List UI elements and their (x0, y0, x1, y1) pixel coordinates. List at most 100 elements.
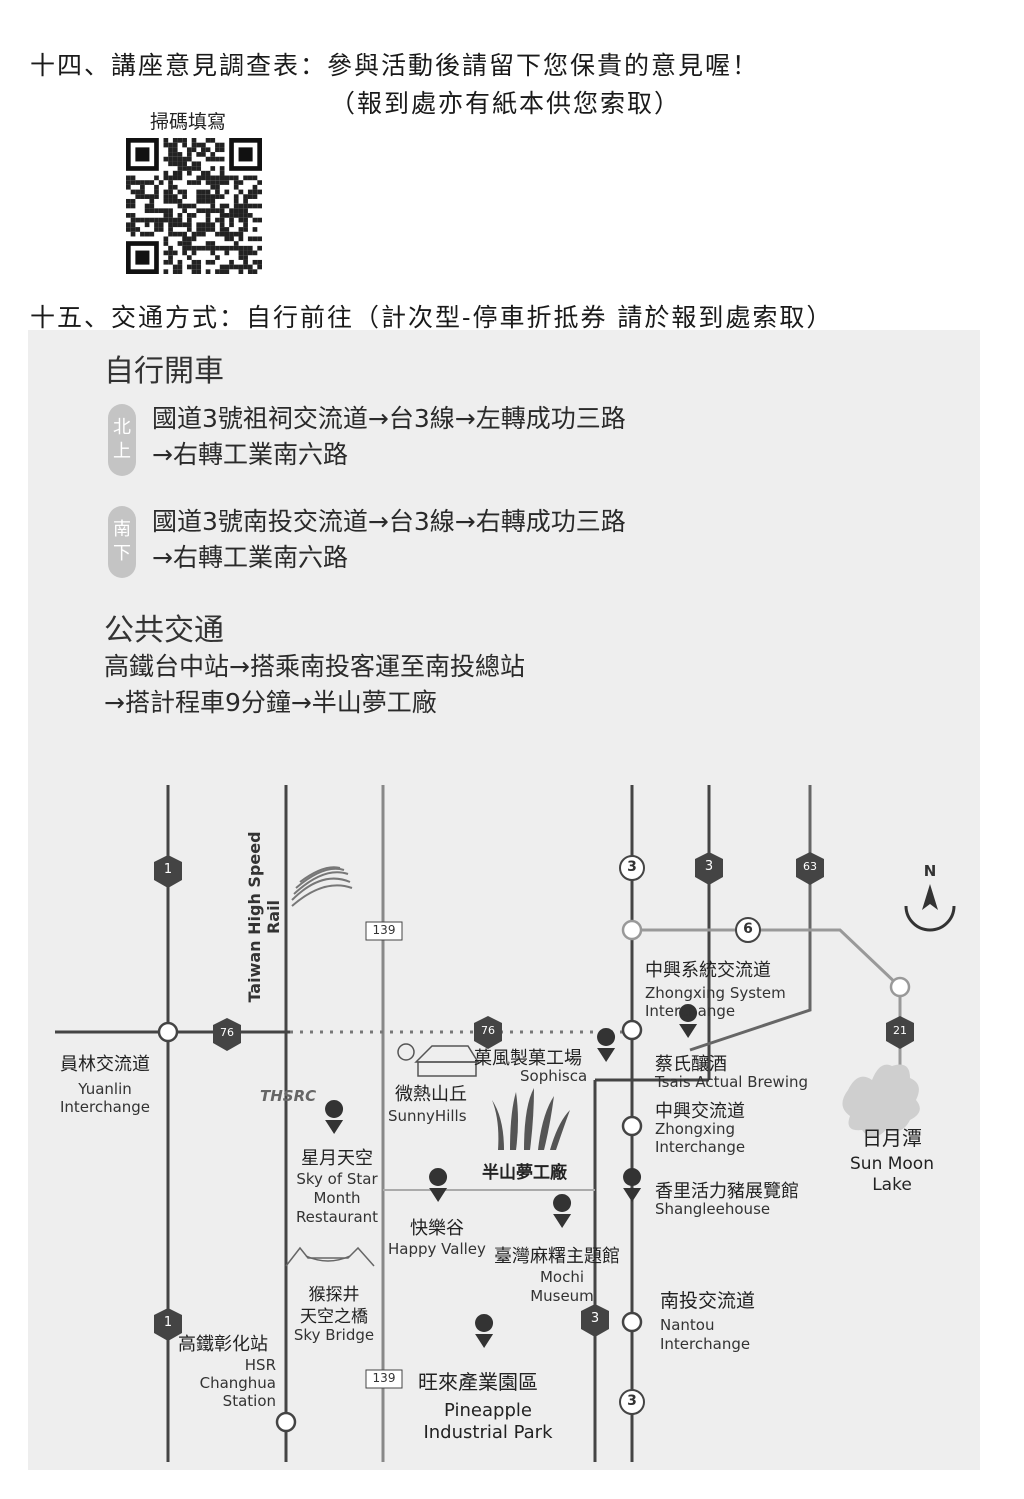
transit-route-line2: →搭計程車9分鐘→半山夢工廠 (104, 688, 437, 717)
road-3-number: 3 (627, 859, 637, 875)
sky-bridge-label-en: Sky Bridge (293, 1326, 375, 1344)
zhongxing-system-label-en1: Zhongxing System (645, 984, 786, 1002)
transit-route-line1: 高鐵台中站→搭乘南投客運至南投總站 (104, 652, 525, 681)
road-139-number: 139 (372, 923, 396, 937)
happy-valley-label-zh: 快樂谷 (410, 1218, 464, 1239)
freeway-3-number: 3 (590, 1311, 600, 1326)
yuanlin-interchange-marker (157, 1021, 179, 1043)
section-14-title: 十四、講座意見調查表：參與活動後請留下您保貴的意見喔！ (30, 51, 760, 80)
hsr-station-label-en1: HSR (244, 1356, 276, 1374)
freeway-63-shield (796, 852, 824, 885)
freeway-63-number: 63 (803, 860, 817, 873)
north-arrow-icon (904, 884, 956, 932)
freeway-76-shield-west (213, 1018, 241, 1051)
zhongxing-system-marker (621, 919, 643, 941)
nantou-label-en1: Nantou (660, 1316, 715, 1334)
skystar-pin-icon (325, 1100, 344, 1134)
zhongxing-system-label-en2: Interchange (645, 1002, 736, 1020)
freeway-1-shield-south (154, 1308, 182, 1341)
sunnyhills-house-icon (397, 1043, 480, 1077)
sky-bridge-label-zh1: 猴探井 (308, 1285, 360, 1305)
road-3-number: 3 (627, 1393, 637, 1409)
tsais-label-en: Tsais Actual Brewing (655, 1073, 809, 1091)
nantou-label-en2: Interchange (660, 1335, 751, 1353)
southbound-route-line2: →右轉工業南六路 (152, 543, 348, 572)
north-label: N (923, 862, 937, 880)
skystar-label-en1: Sky of Star (296, 1170, 378, 1188)
tsais-label-zh: 蔡氏釀酒 (655, 1054, 727, 1075)
road-6-number: 6 (743, 921, 753, 937)
qr-label: 掃碼填寫 (150, 111, 227, 133)
happy-valley-pin-icon (429, 1168, 448, 1202)
yuanlin-label-en1: Yuanlin (78, 1080, 132, 1098)
mochi-pin-icon (553, 1194, 572, 1228)
tsais-pin-icon (679, 1004, 698, 1038)
freeway-76-number: 76 (220, 1026, 234, 1039)
sun-moon-lake-label-en1: Sun Moon (850, 1154, 934, 1174)
section-15-title: 十五、交通方式：自行前往（計次型-停車折抵券 請於報到處索取） (30, 303, 834, 332)
northbound-route-line2: →右轉工業南六路 (152, 440, 348, 469)
road-21-shield (886, 1016, 914, 1049)
mochi-label-en1: Mochi (539, 1268, 585, 1286)
freeway-3-number: 3 (704, 859, 714, 874)
survey-qr-code[interactable] (126, 138, 262, 278)
road-3-flower-shield-south (619, 1389, 645, 1415)
badge-char: 南 (113, 519, 131, 540)
transit-heading: 公共交通 (104, 613, 224, 648)
thsrc-label: THSRC (260, 1087, 317, 1105)
hsr-rail-label: Taiwan High Speed Rail (245, 831, 283, 1003)
shanglee-label-en: Shangleehouse (655, 1200, 771, 1218)
badge-char: 下 (113, 543, 131, 564)
hsr-station-marker (275, 1411, 297, 1433)
yuanlin-label-en2: Interchange (59, 1098, 151, 1116)
pineapple-label-en1: Pineapple (444, 1400, 532, 1421)
yuanlin-label-zh: 員林交流道 (60, 1054, 150, 1075)
shanglee-label-zh: 香里活力豬展覽館 (655, 1181, 799, 1202)
southbound-route-line1: 國道3號南投交流道→台3線→右轉成功三路 (152, 507, 626, 536)
banshan-label: 半山夢工廠 (482, 1163, 567, 1183)
sun-moon-junction-marker (889, 976, 911, 998)
hsr-station-label-zh: 高鐵彰化站 (178, 1334, 268, 1355)
skystar-label-en3: Restaurant (295, 1208, 379, 1226)
pineapple-pin-icon (475, 1314, 494, 1348)
shanglee-pin-icon (623, 1168, 642, 1202)
hsr-logo (291, 866, 353, 907)
nantou-interchange-marker (621, 1311, 643, 1333)
sky-bridge-icon (285, 1246, 375, 1267)
freeway-3-shield-north (695, 852, 723, 885)
hsr-station-label-en3: Station (222, 1392, 276, 1410)
driving-heading: 自行開車 (104, 354, 224, 389)
skystar-label-zh: 星月天空 (301, 1148, 373, 1169)
badge-char: 上 (113, 441, 131, 462)
northbound-route-line1: 國道3號祖祠交流道→台3線→左轉成功三路 (152, 404, 626, 433)
sun-moon-lake-shape (842, 1064, 920, 1137)
hsr-station-label-en2: Changhua (199, 1374, 276, 1392)
freeway-76-number: 76 (481, 1024, 495, 1037)
freeway-1-number: 1 (163, 1315, 173, 1330)
nantou-label-zh: 南投交流道 (660, 1290, 756, 1312)
pineapple-label-zh: 旺來產業園區 (418, 1370, 538, 1394)
zhongxing-system-label-zh: 中興系統交流道 (645, 960, 771, 981)
freeway-76-shield-east (474, 1016, 502, 1049)
section-14-subtitle: （報到處亦有紙本供您索取） (330, 89, 682, 118)
sky-bridge-label-zh2: 天空之橋 (300, 1307, 368, 1327)
road-6-flower-shield (735, 917, 761, 943)
road-139-box-north (365, 921, 403, 941)
road-21-number: 21 (893, 1024, 907, 1037)
sun-moon-lake-label-en2: Lake (872, 1175, 912, 1195)
southbound-badge: 南 下 (108, 506, 136, 578)
sophisca-pin-icon (597, 1028, 616, 1062)
sophisca-label-en: Sophisca (520, 1067, 588, 1085)
interchange-marker (621, 1019, 643, 1041)
zhongxing-label-zh: 中興交流道 (655, 1101, 745, 1122)
sun-moon-lake-label-zh: 日月潭 (862, 1126, 922, 1150)
zhongxing-label-en2: Interchange (655, 1138, 746, 1156)
mochi-label-zh: 臺灣麻糬主題館 (494, 1246, 620, 1267)
transport-panel (28, 330, 980, 1470)
sunnyhills-label-en: SunnyHills (388, 1107, 467, 1125)
road-139-box-south (365, 1369, 403, 1389)
road-3-flower-shield-north (619, 855, 645, 881)
happy-valley-label-en: Happy Valley (388, 1240, 486, 1258)
mochi-label-en2: Museum (530, 1287, 594, 1305)
